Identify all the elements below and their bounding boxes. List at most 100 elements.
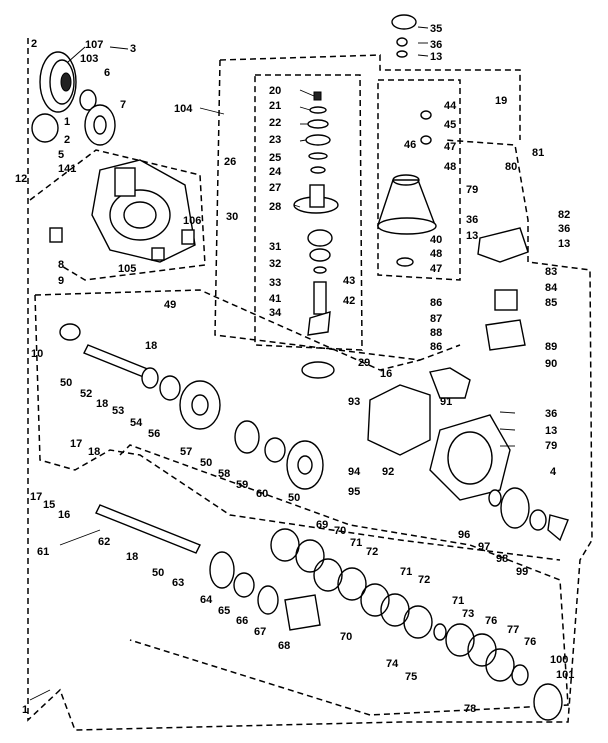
label-57: 57: [180, 446, 192, 458]
label-33: 33: [269, 277, 281, 289]
label-48b: 48: [430, 248, 442, 260]
label-86: 86: [430, 297, 442, 309]
label-40: 40: [430, 234, 442, 246]
label-32: 32: [269, 258, 281, 270]
label-72b: 72: [418, 574, 430, 586]
label-26: 26: [224, 156, 236, 168]
label-87: 87: [430, 313, 442, 325]
label-31: 31: [269, 241, 281, 253]
label-25: 25: [269, 152, 281, 164]
label-10: 10: [31, 348, 43, 360]
group-outlines: [27, 38, 593, 731]
label-52: 52: [80, 388, 92, 400]
label-50: 50: [60, 377, 72, 389]
label-9: 9: [58, 275, 64, 287]
label-95: 95: [348, 486, 360, 498]
label-13b: 13: [466, 230, 478, 242]
label-13c: 13: [558, 238, 570, 250]
input-shaft-part: [83, 344, 151, 379]
label-3: 3: [130, 43, 136, 55]
label-80: 80: [505, 161, 517, 173]
label-66: 66: [236, 615, 248, 627]
output-shaft-part: [95, 504, 201, 554]
label-69: 69: [316, 519, 328, 531]
label-81: 81: [532, 147, 544, 159]
label-101: 101: [556, 669, 574, 681]
label-19: 19: [495, 95, 507, 107]
label-65: 65: [218, 605, 230, 617]
label-70b: 70: [340, 631, 352, 643]
label-50b: 50: [200, 457, 212, 469]
label-2: 2: [31, 38, 37, 50]
label-27: 27: [269, 182, 281, 194]
label-70: 70: [334, 525, 346, 537]
label-76: 76: [485, 615, 497, 627]
part-labels: 2 107 3 103 6 7 1 2 5 141 12 104 26 30 8…: [15, 23, 574, 716]
label-79b: 79: [545, 440, 557, 452]
label-58: 58: [218, 468, 230, 480]
label-18d: 18: [126, 551, 138, 563]
label-49: 49: [164, 299, 176, 311]
label-41: 41: [269, 293, 281, 305]
label-47b: 47: [430, 263, 442, 275]
label-50c: 50: [288, 492, 300, 504]
label-23: 23: [269, 134, 281, 146]
label-77: 77: [507, 624, 519, 636]
label-61: 61: [37, 546, 49, 558]
label-7: 7: [120, 99, 126, 111]
label-18: 18: [145, 340, 157, 352]
disc-part: [31, 113, 59, 143]
label-24: 24: [269, 166, 282, 178]
label-44: 44: [444, 100, 457, 112]
label-35: 35: [430, 23, 442, 35]
parts: [31, 14, 569, 721]
label-12: 12: [15, 173, 27, 185]
label-106: 106: [183, 215, 201, 227]
label-46: 46: [404, 139, 416, 151]
gear-part: [286, 440, 324, 490]
label-21: 21: [269, 100, 281, 112]
bracket-part: [477, 227, 529, 263]
label-53: 53: [112, 405, 124, 417]
label-2b: 2: [64, 134, 70, 146]
label-42: 42: [343, 295, 355, 307]
label-88: 88: [430, 327, 442, 339]
label-6: 6: [104, 67, 110, 79]
label-36c: 36: [558, 223, 570, 235]
label-97: 97: [478, 541, 490, 553]
label-79: 79: [466, 184, 478, 196]
label-86b: 86: [430, 341, 442, 353]
label-71: 71: [350, 537, 362, 549]
label-17b: 17: [30, 491, 42, 503]
label-103: 103: [80, 53, 98, 65]
label-50d: 50: [152, 567, 164, 579]
label-99: 99: [516, 566, 528, 578]
label-63: 63: [172, 577, 184, 589]
label-13: 13: [430, 51, 442, 63]
label-98: 98: [496, 553, 508, 565]
label-90: 90: [545, 358, 557, 370]
label-73: 73: [462, 608, 474, 620]
label-54: 54: [130, 417, 143, 429]
label-20: 20: [269, 85, 281, 97]
label-68: 68: [278, 640, 290, 652]
upper-housing-part: [91, 159, 196, 263]
label-89: 89: [545, 341, 557, 353]
label-92: 92: [382, 466, 394, 478]
label-78: 78: [464, 703, 476, 715]
label-93: 93: [348, 396, 360, 408]
label-85: 85: [545, 297, 557, 309]
lower-housing-part: [429, 414, 511, 501]
label-18b: 18: [96, 398, 108, 410]
label-75: 75: [405, 671, 417, 683]
label-96: 96: [458, 529, 470, 541]
label-72: 72: [366, 546, 378, 558]
label-28: 28: [269, 201, 281, 213]
label-56: 56: [148, 428, 160, 440]
label-36d: 36: [545, 408, 557, 420]
label-104: 104: [174, 103, 193, 115]
label-18c: 18: [88, 446, 100, 458]
label-64: 64: [200, 594, 213, 606]
label-48: 48: [444, 161, 456, 173]
